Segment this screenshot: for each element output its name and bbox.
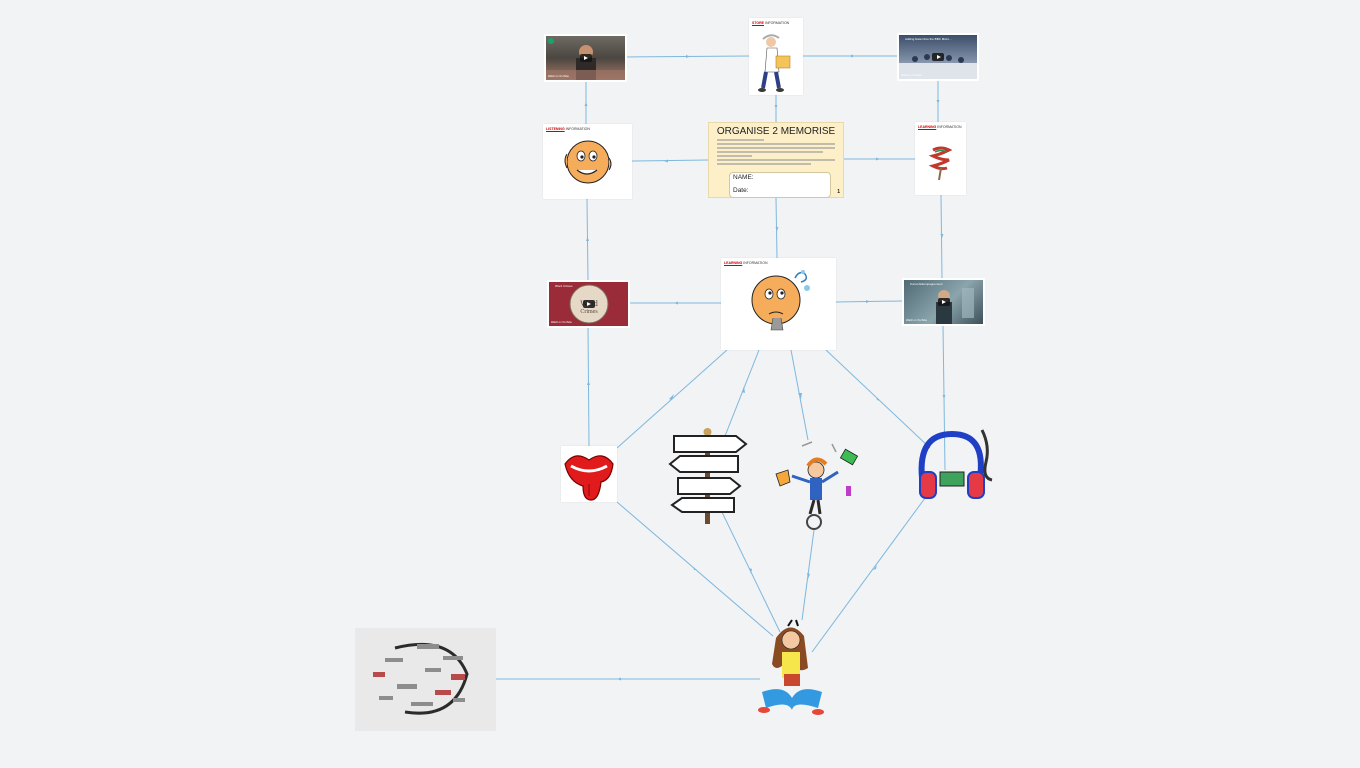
- card-label: LISTENING INFORMATION: [546, 127, 590, 131]
- arrowhead: [798, 393, 802, 399]
- girl-icon[interactable]: [754, 618, 828, 724]
- arrowhead: [669, 394, 674, 400]
- store-information-card[interactable]: STORE INFORMATION: [749, 18, 803, 95]
- play-icon[interactable]: [579, 54, 592, 62]
- video-card-1[interactable]: Watch on YouTube: [544, 34, 627, 82]
- listening-face-icon: [564, 140, 612, 184]
- arrowhead: [693, 567, 697, 570]
- play-icon[interactable]: [937, 298, 950, 306]
- crowd-thumbnail: [899, 54, 977, 79]
- arrowhead: [617, 677, 621, 681]
- word-cloud-graphic: [373, 642, 469, 715]
- learning-information-card-right[interactable]: LEARNING INFORMATION: [915, 122, 966, 195]
- worksheet-card[interactable]: ORGANISE 2 MEMORISE NAME: Date: 1: [708, 122, 844, 198]
- arrowhead: [775, 227, 779, 231]
- date-label: Date:: [733, 187, 749, 194]
- connector: [587, 326, 590, 447]
- tongue-icon: [564, 455, 614, 501]
- video-title: Word Crimes: [555, 284, 573, 288]
- name-date-box[interactable]: NAME: Date:: [729, 172, 831, 198]
- arrowhead: [586, 237, 589, 241]
- arrowhead: [807, 573, 810, 579]
- tongue-card[interactable]: [561, 446, 617, 502]
- youtube-link[interactable]: Watch on YouTube: [906, 319, 927, 322]
- juggler-icon[interactable]: [772, 440, 872, 532]
- worksheet-text-lines: [717, 139, 835, 167]
- video-card-2[interactable]: Adding Data Onto the BBC Micro... Watch …: [897, 33, 979, 81]
- youtube-link[interactable]: Watch on YouTube: [548, 75, 569, 78]
- svg-text:Crimes: Crimes: [580, 309, 598, 315]
- arrowhead: [873, 565, 877, 570]
- arrowhead: [587, 381, 590, 385]
- connector: [631, 159, 709, 162]
- word-cloud-image[interactable]: [355, 628, 496, 731]
- arrowhead: [686, 55, 690, 58]
- video-title: Adding Data Onto the BBC Micro...: [905, 37, 952, 41]
- play-icon[interactable]: [932, 53, 944, 61]
- video-card-4[interactable]: Kunst Akkompagnement Watch on YouTube: [902, 278, 985, 326]
- headphones-icon[interactable]: [912, 426, 996, 502]
- arrowhead: [774, 105, 778, 109]
- card-label: STORE INFORMATION: [752, 21, 790, 25]
- youtube-link[interactable]: Watch on YouTube: [901, 74, 922, 77]
- arrowhead: [876, 397, 880, 401]
- arrowhead: [742, 386, 745, 393]
- channel-icon: [548, 38, 554, 44]
- arrowhead: [674, 301, 678, 305]
- arrowhead: [876, 157, 880, 161]
- arrowhead: [866, 300, 870, 303]
- thinking-face-icon: [751, 270, 810, 331]
- spiral-icon: [928, 146, 953, 181]
- arrowhead: [940, 234, 944, 238]
- arrowhead: [936, 100, 940, 104]
- youtube-link[interactable]: Watch on YouTube: [551, 321, 572, 324]
- card-label: LEARNING INFORMATION: [918, 125, 962, 129]
- arrowhead: [849, 54, 853, 58]
- arrowhead: [942, 395, 946, 399]
- learning-information-card-center[interactable]: LEARNING INFORMATION: [721, 258, 836, 350]
- connector: [811, 493, 929, 653]
- name-label: NAME:: [733, 174, 754, 181]
- arrowhead: [749, 568, 752, 574]
- arrowhead: [664, 159, 668, 163]
- arrowhead: [584, 102, 588, 106]
- listening-information-card[interactable]: LISTENING INFORMATION: [543, 124, 632, 199]
- video-title: Kunst Akkompagnement: [910, 282, 943, 286]
- card-label: LEARNING INFORMATION: [724, 261, 768, 265]
- page-number: 1: [837, 189, 840, 195]
- worksheet-title: ORGANISE 2 MEMORISE: [716, 126, 836, 137]
- signpost-icon[interactable]: [668, 428, 748, 524]
- connector: [724, 349, 760, 437]
- play-icon[interactable]: [582, 300, 595, 308]
- doctor-icon: [758, 34, 791, 92]
- video-card-3[interactable]: Word Crimes Word Crimes Watch on YouTube: [547, 280, 630, 328]
